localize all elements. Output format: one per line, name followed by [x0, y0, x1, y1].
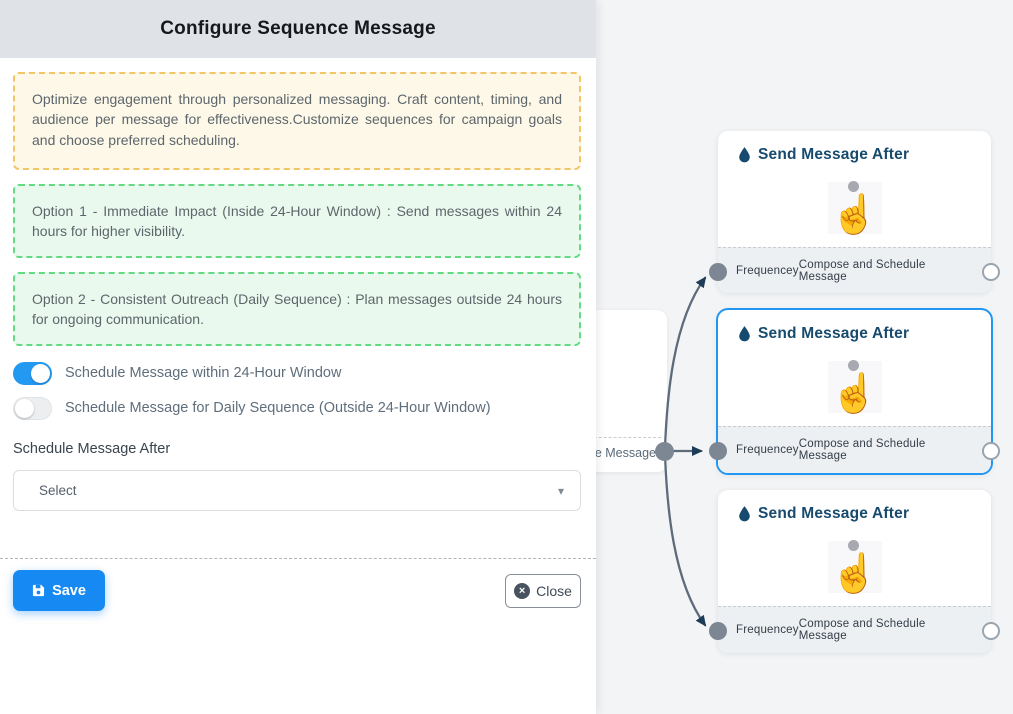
card-title: Send Message After: [738, 146, 909, 164]
input-connection-node[interactable]: [709, 442, 727, 460]
option-1-notice: Option 1 - Immediate Impact (Inside 24-H…: [13, 184, 581, 258]
output-connection-node[interactable]: [982, 622, 1000, 640]
output-connection-node[interactable]: [982, 263, 1000, 281]
input-connection-node[interactable]: [709, 622, 727, 640]
select-value: Select: [39, 483, 77, 498]
option-2-notice: Option 2 - Consistent Outreach (Daily Se…: [13, 272, 581, 346]
compose-handle-label: Compose and Schedule Message: [798, 438, 926, 462]
droplet-icon: [739, 326, 750, 342]
save-button[interactable]: Save: [13, 570, 105, 611]
floppy-disk-icon: [32, 584, 45, 597]
frequency-handle-label: Frequencey: [736, 624, 799, 636]
frequency-handle-label: Frequencey: [736, 444, 799, 456]
toggle-row-daily[interactable]: Schedule Message for Daily Sequence (Out…: [13, 396, 491, 420]
compose-handle-label: Compose and Schedule Message: [798, 618, 926, 642]
flow-card-1[interactable]: Send Message After ☝ Frequencey Compose …: [709, 131, 1000, 293]
card-title-label: Send Message After: [758, 325, 910, 342]
config-panel: Configure Sequence Message Optimize enga…: [0, 0, 596, 714]
description-notice: Optimize engagement through personalized…: [13, 72, 581, 170]
card-footer: Frequencey Compose and Schedule Message: [718, 606, 991, 653]
touch-dot: [847, 540, 859, 551]
compose-handle-label: Compose and Schedule Message: [798, 258, 926, 283]
droplet-icon: [739, 506, 750, 522]
toggle-switch-24hour[interactable]: [13, 361, 52, 385]
panel-header: Configure Sequence Message: [0, 0, 596, 58]
card-title-label: Send Message After: [758, 505, 910, 522]
frequency-handle-label: Frequencey: [736, 264, 799, 277]
hand-pointer-icon[interactable]: ☝: [827, 540, 882, 593]
flow-card-3[interactable]: Send Message After ☝ Frequencey Compose …: [709, 490, 1000, 653]
page-title: Configure Sequence Message: [160, 18, 436, 39]
card-footer: Frequencey Compose and Schedule Message: [718, 426, 991, 473]
caret-down-icon: ▾: [557, 483, 564, 498]
circle-x-icon: ×: [514, 583, 531, 599]
droplet-icon: [739, 147, 750, 163]
close-button[interactable]: × Close: [505, 574, 581, 608]
save-button-label: Save: [52, 582, 86, 599]
footer-divider: [0, 558, 596, 559]
touch-dot: [847, 181, 859, 192]
output-connection-node[interactable]: [982, 442, 1000, 460]
toggle-label: Schedule Message within 24-Hour Window: [65, 365, 342, 381]
toggle-row-24hour[interactable]: Schedule Message within 24-Hour Window: [13, 361, 341, 385]
toggle-switch-daily[interactable]: [13, 396, 52, 420]
close-button-label: Close: [536, 583, 572, 599]
hand-pointer-icon[interactable]: ☝: [827, 360, 882, 413]
flow-card-2[interactable]: Send Message After ☝ Frequencey Compose …: [709, 310, 1000, 473]
schedule-after-select[interactable]: Select ▾: [13, 470, 581, 511]
card-footer-divider: [564, 437, 661, 438]
source-connection-node[interactable]: [655, 442, 674, 461]
input-connection-node[interactable]: [709, 263, 727, 281]
hand-pointer-icon[interactable]: ☝: [827, 181, 882, 234]
card-title: Send Message After: [738, 325, 909, 343]
card-title-label: Send Message After: [758, 146, 910, 163]
card-title: Send Message After: [738, 505, 909, 523]
toggle-label: Schedule Message for Daily Sequence (Out…: [65, 400, 491, 416]
schedule-after-label: Schedule Message After: [13, 441, 171, 457]
parent-handle-label: ce Message: [588, 446, 656, 460]
touch-dot: [847, 360, 859, 371]
card-footer: Frequencey Compose and Schedule Message: [718, 247, 991, 293]
